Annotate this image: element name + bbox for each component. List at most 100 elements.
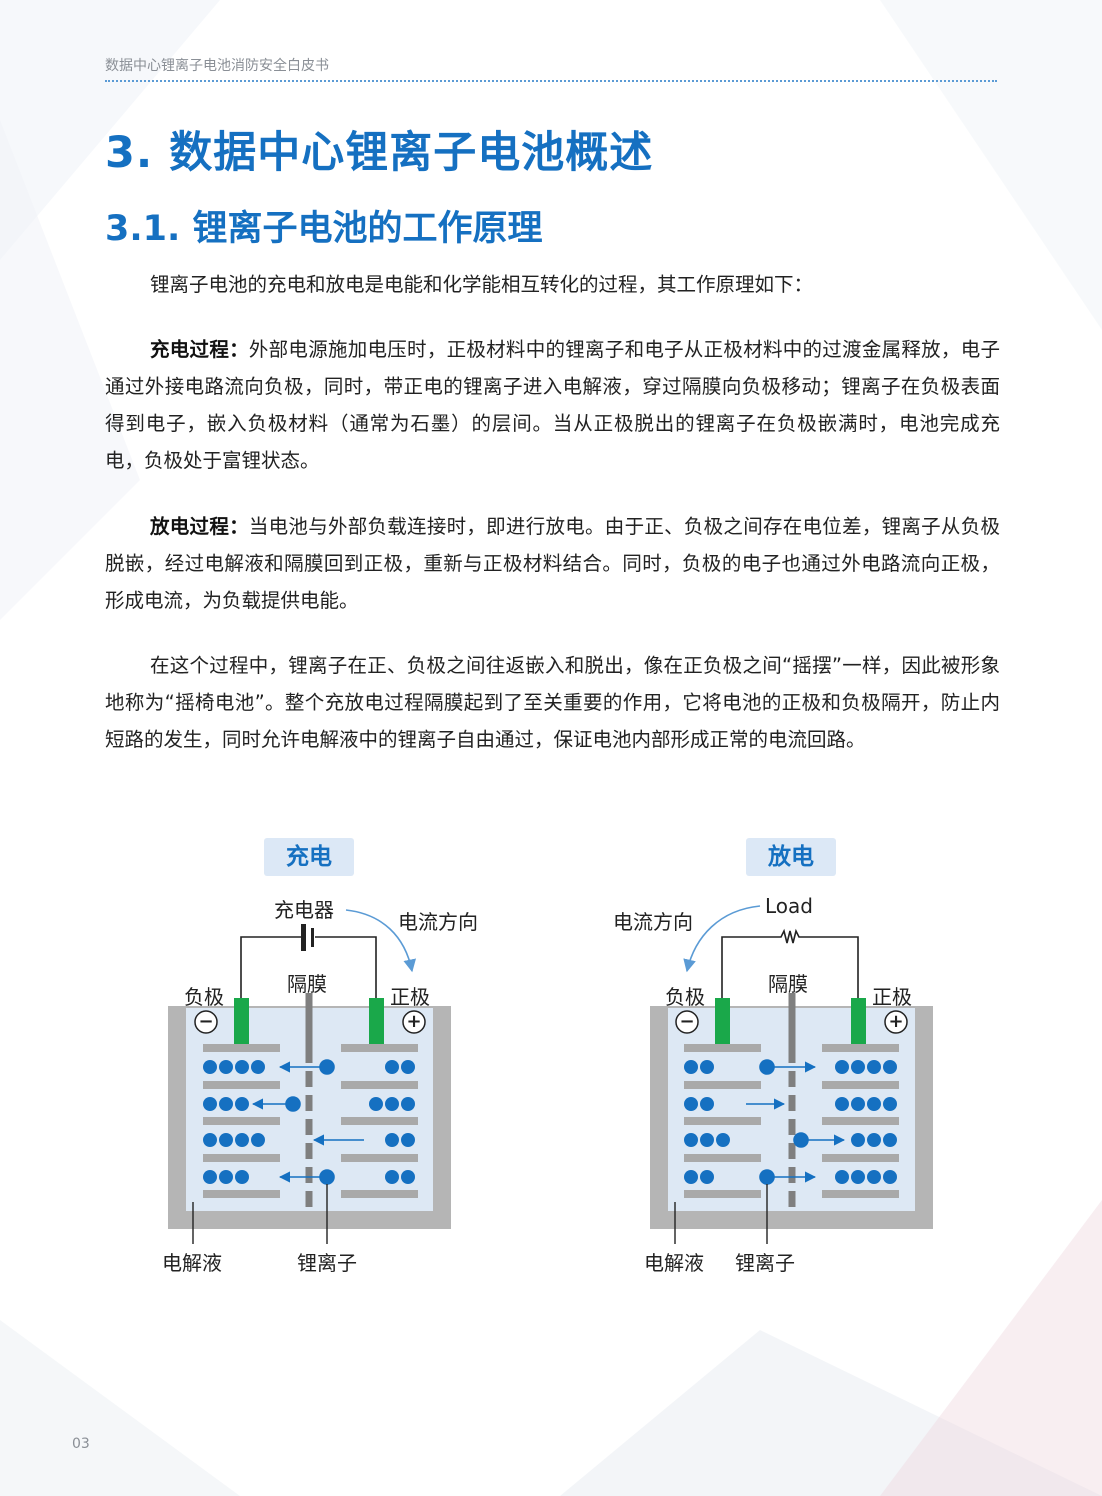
lithium-ion [369,1097,383,1111]
charge-plus-sign: + [406,1011,422,1032]
charge-electrolyte-label: 电解液 [162,1251,222,1275]
lithium-ion [385,1060,399,1074]
discharge-ion-rows [684,1060,897,1184]
lithium-ion [401,1133,415,1147]
lithium-ion [835,1097,849,1111]
charge-ion-arrows [251,1059,364,1185]
discharging-text: 当电池与外部负载连接时，即进行放电。由于正、负极之间存在电位差，锂离子从负极脱嵌… [105,515,1000,612]
lithium-ion [203,1133,217,1147]
lithium-ion [235,1097,249,1111]
current-direction-arrow [683,905,761,973]
discharge-minus-sign: − [679,1011,695,1032]
lithium-ion [251,1133,265,1147]
lithium-ion [385,1170,399,1184]
moving-ion [319,1169,335,1185]
header-dotted-rule [105,80,997,82]
discharge-diagram-svg [650,905,933,1244]
charge-ion-label: 锂离子 [297,1251,357,1275]
charge-minus-sign: − [198,1011,214,1032]
lithium-ion [401,1060,415,1074]
lithium-ion [203,1170,217,1184]
lithium-ion [684,1097,698,1111]
lithium-ion [251,1060,265,1074]
lithium-ion [219,1170,233,1184]
charging-label: 充电过程： [150,338,249,361]
discharge-current-label: 电流方向 [613,910,693,934]
lithium-ion [700,1097,714,1111]
discharge-separator-label: 隔膜 [768,972,808,996]
lithium-ion [401,1170,415,1184]
charger-symbol [301,924,306,951]
lithium-ion [883,1133,897,1147]
section-title: 3. 数据中心锂离子电池概述 [105,128,654,178]
lithium-ion [835,1060,849,1074]
charge-diagram-svg [168,909,451,1244]
discharging-paragraph: 放电过程：当电池与外部负载连接时，即进行放电。由于正、负极之间存在电位差，锂离子… [105,508,1000,619]
charge-positive-label: 正极 [390,985,430,1009]
charging-text: 外部电源施加电压时，正极材料中的锂离子和电子从正极材料中的过渡金属释放，电子通过… [105,338,1000,472]
negative-terminal-icon [675,1010,699,1034]
moving-ion [759,1169,775,1185]
lithium-ion [219,1060,233,1074]
charge-current-label: 电流方向 [398,910,478,934]
anode-layers [684,1044,761,1198]
lithium-ion [219,1097,233,1111]
cathode-layers [341,1044,418,1198]
lithium-ion [867,1060,881,1074]
lithium-ion [700,1170,714,1184]
lithium-ion [385,1133,399,1147]
positive-terminal-icon [884,1010,908,1034]
discharging-label: 放电过程： [150,515,249,538]
lithium-ion [684,1060,698,1074]
intro-paragraph: 锂离子电池的充电和放电是电能和化学能相互转化的过程，其工作原理如下： [150,273,814,296]
moving-ion [285,1096,301,1112]
moving-ion [793,1132,809,1148]
lithium-ion [385,1097,399,1111]
lithium-ion [883,1170,897,1184]
external-circuit-wire [721,928,859,998]
anode-layers [203,1044,280,1198]
running-header: 数据中心锂离子电池消防安全白皮书 [105,58,329,74]
lithium-ion [867,1133,881,1147]
positive-terminal-icon [402,1010,426,1034]
lithium-ion [851,1097,865,1111]
charge-negative-label: 负极 [184,985,224,1009]
discharge-plus-sign: + [888,1011,904,1032]
lithium-ion [203,1060,217,1074]
discharge-ion-label: 锂离子 [735,1251,795,1275]
negative-terminal-icon [194,1010,218,1034]
negative-electrode-tab [715,998,730,1045]
page-number: 03 [72,1436,90,1452]
moving-ion [319,1059,335,1075]
load-label: Load [765,894,813,918]
lithium-ion [867,1170,881,1184]
rocking-chair-paragraph: 在这个过程中，锂离子在正、负极之间往返嵌入和脱出，像在正负极之间“摇摆”一样，因… [105,654,1000,751]
lithium-ion [235,1060,249,1074]
discharge-ion-arrows [746,1059,846,1185]
discharge-electrolyte-label: 电解液 [644,1251,704,1275]
lithium-ion [219,1133,233,1147]
lithium-ion [716,1133,730,1147]
negative-electrode-tab [234,998,249,1045]
discharge-negative-label: 负极 [665,985,705,1009]
subsection-title: 3.1. 锂离子电池的工作原理 [105,209,543,249]
lithium-ion [700,1060,714,1074]
lithium-ion [883,1097,897,1111]
current-direction-arrow [345,909,417,973]
lithium-ion [401,1097,415,1111]
lithium-ion [835,1170,849,1184]
charge-title: 充电 [264,838,354,876]
charge-separator-label: 隔膜 [287,972,327,996]
lithium-ion [684,1133,698,1147]
discharge-diagram: 放电 Load 电流方向 隔膜 负极 正极 − + 电解液 锂离子 [600,836,960,1286]
charger-label: 充电器 [274,898,334,922]
charge-ion-rows [203,1060,415,1184]
moving-ion [759,1059,775,1075]
lithium-ion [203,1097,217,1111]
lithium-ion [883,1060,897,1074]
lithium-ion [235,1170,249,1184]
discharge-title: 放电 [746,838,836,876]
lithium-ion [684,1170,698,1184]
